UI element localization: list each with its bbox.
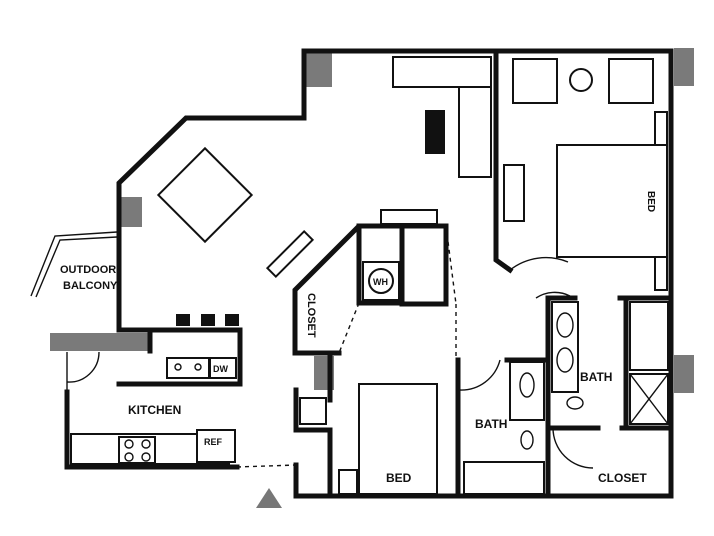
- dishwasher-label: DW: [213, 364, 228, 374]
- column: [50, 333, 150, 351]
- nightstand: [512, 58, 558, 104]
- coffee-table: [156, 146, 254, 244]
- dresser: [503, 164, 525, 222]
- entry-arrow-icon: [256, 488, 282, 508]
- closet-main-label: CLOSET: [598, 471, 647, 485]
- bar-stool: [225, 314, 239, 326]
- bench: [265, 229, 315, 279]
- tub: [463, 461, 545, 495]
- wall-shelf: [654, 256, 668, 291]
- tv: [425, 110, 445, 154]
- bed-second: [358, 383, 438, 495]
- dishwasher: [209, 357, 237, 379]
- laundry-box: [299, 397, 327, 425]
- bar-stool: [176, 314, 190, 326]
- water-heater-label: WH: [373, 277, 388, 287]
- bath-second-label: BATH: [475, 417, 507, 431]
- sink: [166, 357, 210, 379]
- vanity: [551, 301, 579, 393]
- bed-second-label: BED: [386, 471, 412, 485]
- outdoor-balcony-label-1: OUTDOOR: [60, 264, 116, 276]
- column: [674, 355, 694, 393]
- balcony-railing: [30, 231, 118, 298]
- bar-stool: [201, 314, 215, 326]
- second-bedroom-furniture: [299, 383, 438, 495]
- wall-shelf: [654, 111, 668, 146]
- doors-and-openings: [66, 225, 594, 469]
- column: [120, 197, 142, 227]
- bed-main: [556, 144, 668, 258]
- refrigerator-label: REF: [204, 437, 223, 447]
- lamp-icon: [569, 68, 593, 92]
- refrigerator: [196, 429, 236, 463]
- bed-main-label: BED: [645, 191, 656, 212]
- structural-columns: [50, 48, 694, 393]
- nightstand: [608, 58, 654, 104]
- bath-fixtures: [463, 301, 669, 495]
- sofa-side: [458, 86, 492, 178]
- bedroom-furniture: [503, 58, 668, 291]
- vanity: [509, 361, 545, 421]
- sofa-back: [392, 56, 492, 88]
- water-heater: [362, 261, 400, 301]
- bath-main-label: BATH: [580, 370, 612, 384]
- closet-hall-label: CLOSET: [305, 293, 317, 338]
- column: [674, 48, 694, 86]
- kitchen-label: KITCHEN: [128, 403, 181, 417]
- outdoor-balcony-label-2: BALCONY: [63, 280, 118, 292]
- nightstand: [338, 469, 358, 495]
- shower: [629, 301, 669, 371]
- console: [380, 209, 438, 225]
- interior-walls: [116, 48, 674, 499]
- water-heater-icon: [368, 268, 394, 294]
- exterior-walls: [64, 48, 674, 499]
- kitchen-fixtures: [70, 357, 237, 465]
- living-room-furniture: [156, 56, 492, 326]
- room-labels: OUTDOOR BALCONY KITCHEN CLOSET BED BED B…: [60, 191, 656, 485]
- column: [304, 51, 332, 87]
